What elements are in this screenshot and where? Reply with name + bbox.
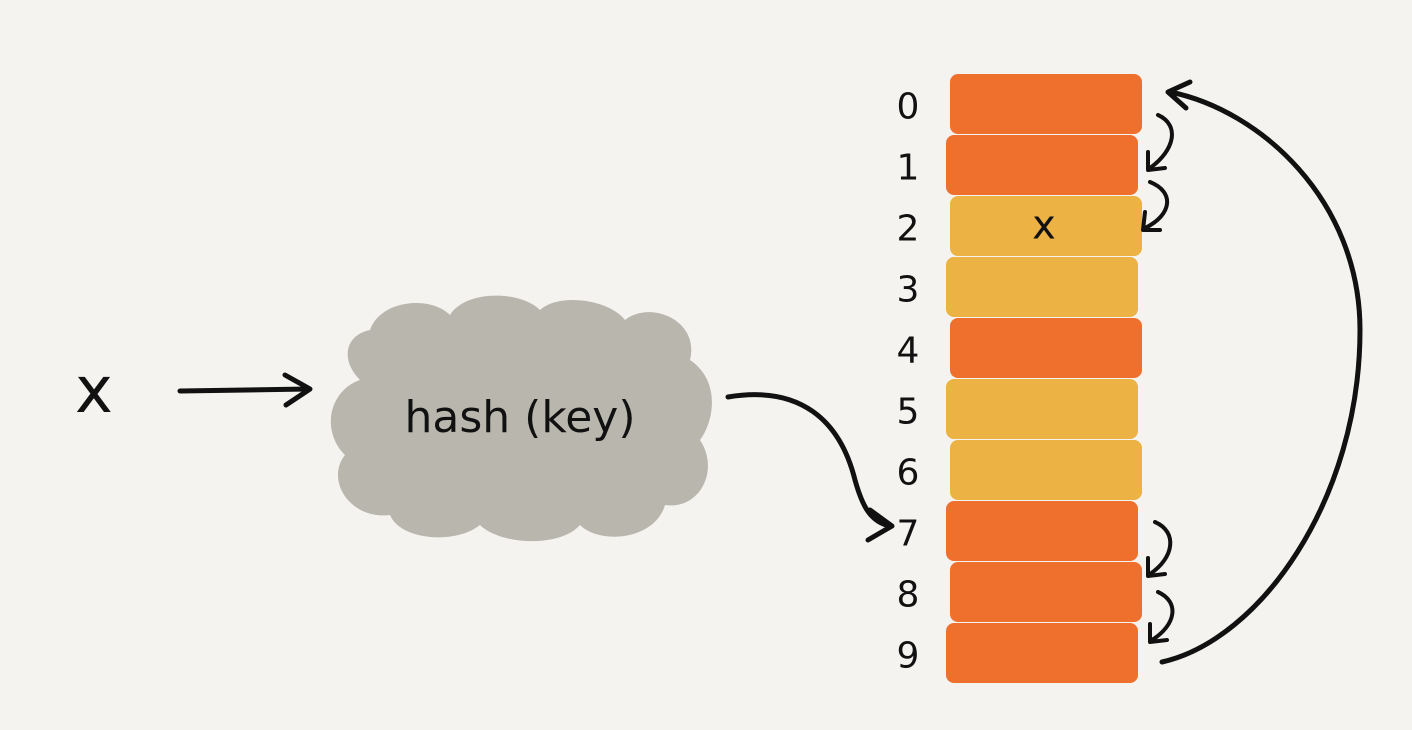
table-slot-6 — [950, 440, 1142, 500]
probe-arrow-1-2 — [1141, 180, 1170, 232]
table-slot-5 — [946, 379, 1138, 439]
table-slot-1 — [946, 135, 1138, 195]
slot-index-9: 9 — [897, 636, 920, 677]
slot-index-5: 5 — [897, 392, 920, 433]
wraparound-arrowhead — [1165, 79, 1193, 111]
slot-index-1: 1 — [897, 148, 920, 189]
table-slot-2 — [950, 196, 1142, 256]
slot-index-3: 3 — [897, 270, 920, 311]
probe-arrow-7-8 — [1146, 520, 1173, 578]
hash-cloud — [330, 295, 712, 542]
probe-arrows — [1141, 113, 1175, 644]
hash-arrowhead — [865, 507, 895, 543]
input-arrow — [177, 386, 311, 394]
slot-index-4: 4 — [897, 331, 920, 372]
slot-index-7: 7 — [897, 514, 920, 555]
probe-arrow-0-1 — [1146, 113, 1174, 172]
slot-index-8: 8 — [897, 575, 920, 616]
input-x-label: x — [75, 354, 113, 428]
slot-index-2: 2 — [897, 209, 920, 250]
input-arrowhead — [282, 372, 313, 408]
table-slot-0 — [950, 74, 1142, 134]
table-slot-7 — [946, 501, 1138, 561]
slot-index-column: 0 1 2 3 4 5 6 7 8 9 — [897, 87, 920, 677]
table-slot-4 — [950, 318, 1142, 378]
hash-to-slot-arrow — [725, 392, 893, 529]
table-slot-9 — [946, 623, 1138, 683]
table-slot-8 — [950, 562, 1142, 622]
table-slot-3 — [946, 257, 1138, 317]
probe-arrow-8-9 — [1148, 590, 1175, 644]
hash-table: x — [946, 74, 1142, 683]
slot-2-content: x — [1032, 203, 1056, 249]
slot-index-6: 6 — [897, 453, 920, 494]
hash-function-label: hash (key) — [405, 392, 636, 443]
slot-index-0: 0 — [897, 87, 920, 128]
wraparound-arrow — [1159, 89, 1363, 665]
